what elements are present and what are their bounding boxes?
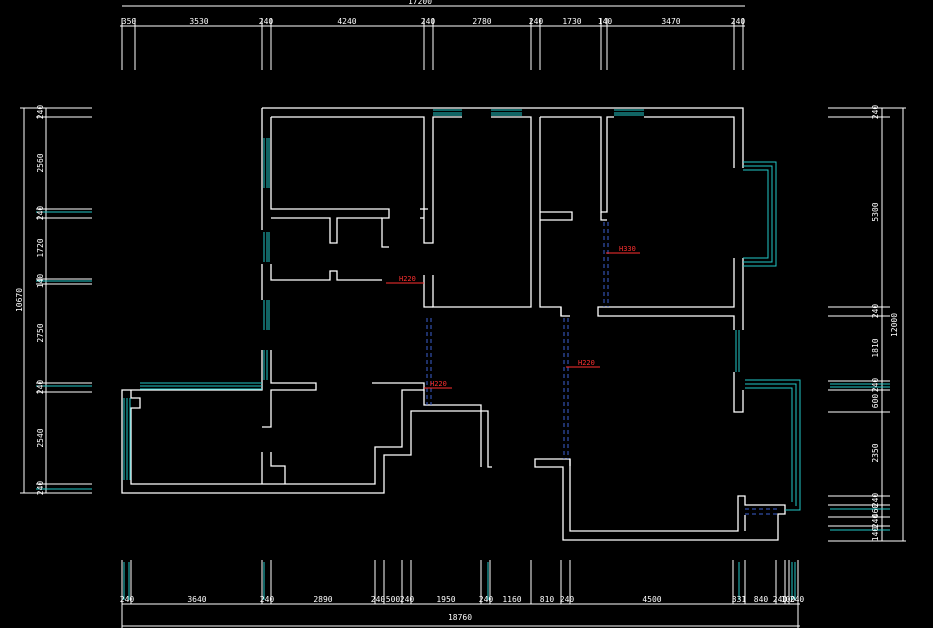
bottom-dimension-segment: 240: [120, 595, 135, 604]
right-dimension-segment: 240: [871, 514, 880, 529]
right-dimension-segment: 1810: [871, 338, 880, 357]
bottom-dimension-segment: 3640: [187, 595, 206, 604]
left-dimension-segment: 240: [36, 105, 45, 120]
left-dimension-segment: 240: [36, 380, 45, 395]
bottom-dimension-segment: 100: [781, 595, 796, 604]
right-dimension-segment: 240: [871, 493, 880, 508]
left-dimension-segment: 240: [36, 481, 45, 496]
top-dimension-chain: 17200 350 3530 240 4240 240 2780 240 173…: [120, 0, 745, 70]
left-dimension-segment: 140: [36, 274, 45, 289]
left-dimension-segment: 2540: [36, 428, 45, 447]
top-dimension-segment: 240: [259, 17, 274, 26]
bottom-dimension-segment: 1160: [502, 595, 521, 604]
top-dimension-segment: 240: [421, 17, 436, 26]
bottom-dimension-segment: 240: [260, 595, 275, 604]
right-dimension-segment: 5300: [871, 202, 880, 221]
right-dimension-segment: 2350: [871, 443, 880, 462]
bottom-dimension-segment: 331: [732, 595, 747, 604]
top-dimension-segment: 4240: [337, 17, 356, 26]
bottom-dimension-segment: 840: [754, 595, 769, 604]
left-dimension-segment: 240: [36, 206, 45, 221]
right-dimension-total: 12000: [890, 313, 899, 337]
top-dimension-segment: 140: [598, 17, 613, 26]
windows: [123, 109, 801, 511]
bottom-dimension-segment: 500: [386, 595, 401, 604]
beam-height-label: H220: [399, 275, 416, 283]
beam-height-label: H220: [578, 359, 595, 367]
bottom-dimension-segment: 1950: [436, 595, 455, 604]
top-dimension-segment: 240: [731, 17, 746, 26]
right-dimension-segment: 240: [871, 378, 880, 393]
left-dimension-segment: 2750: [36, 323, 45, 342]
right-dimension-segment: 240: [871, 304, 880, 319]
beam-height-label: H330: [619, 245, 636, 253]
bottom-dimension-total: 18760: [448, 613, 472, 622]
bottom-dimension-segment: 240: [371, 595, 386, 604]
left-dimension-total: 10670: [15, 288, 24, 312]
hidden-lines: [426, 222, 778, 515]
bottom-dimension-segment: 240: [773, 595, 788, 604]
beam-height-label: H220: [430, 380, 447, 388]
bottom-dimension-segment: 810: [540, 595, 555, 604]
right-dimension-segment: 600: [871, 394, 880, 409]
left-dimension-segment: 1720: [36, 238, 45, 257]
walls: [121, 107, 786, 541]
left-dimension-segment: 2560: [36, 153, 45, 172]
bottom-dimension-chain: 18760 240 3640 240 2890 240 500 240 1950…: [120, 560, 805, 628]
bottom-dimension-segment: 240: [400, 595, 415, 604]
top-dimension-segment: 2780: [472, 17, 491, 26]
bottom-dimension-segment: 240: [479, 595, 494, 604]
bottom-dimension-segment: 240: [560, 595, 575, 604]
top-dimension-segment: 240: [529, 17, 544, 26]
right-dimension-segment: 460: [871, 504, 880, 519]
top-dimension-segment: 1730: [562, 17, 581, 26]
right-dimension-segment: 140: [871, 527, 880, 542]
top-dimension-segment: 3470: [661, 17, 680, 26]
left-dimension-chain: 10670 240 2560 240 1720 140 2750 240 254…: [15, 105, 92, 496]
right-dimension-segment: 240: [871, 105, 880, 120]
top-dimension-segment: 350: [122, 17, 137, 26]
top-dimension-total: 17200: [408, 0, 432, 6]
bottom-dimension-segment: 2890: [313, 595, 332, 604]
top-dimension-segment: 3530: [189, 17, 208, 26]
right-dimension-chain: 12000 240 5300 240 1810 240 600 2350 240…: [828, 105, 906, 542]
annotations: H220 H330 H220 H220: [386, 245, 640, 389]
bottom-dimension-segment: 240: [790, 595, 805, 604]
bottom-dimension-segment: 4500: [642, 595, 661, 604]
